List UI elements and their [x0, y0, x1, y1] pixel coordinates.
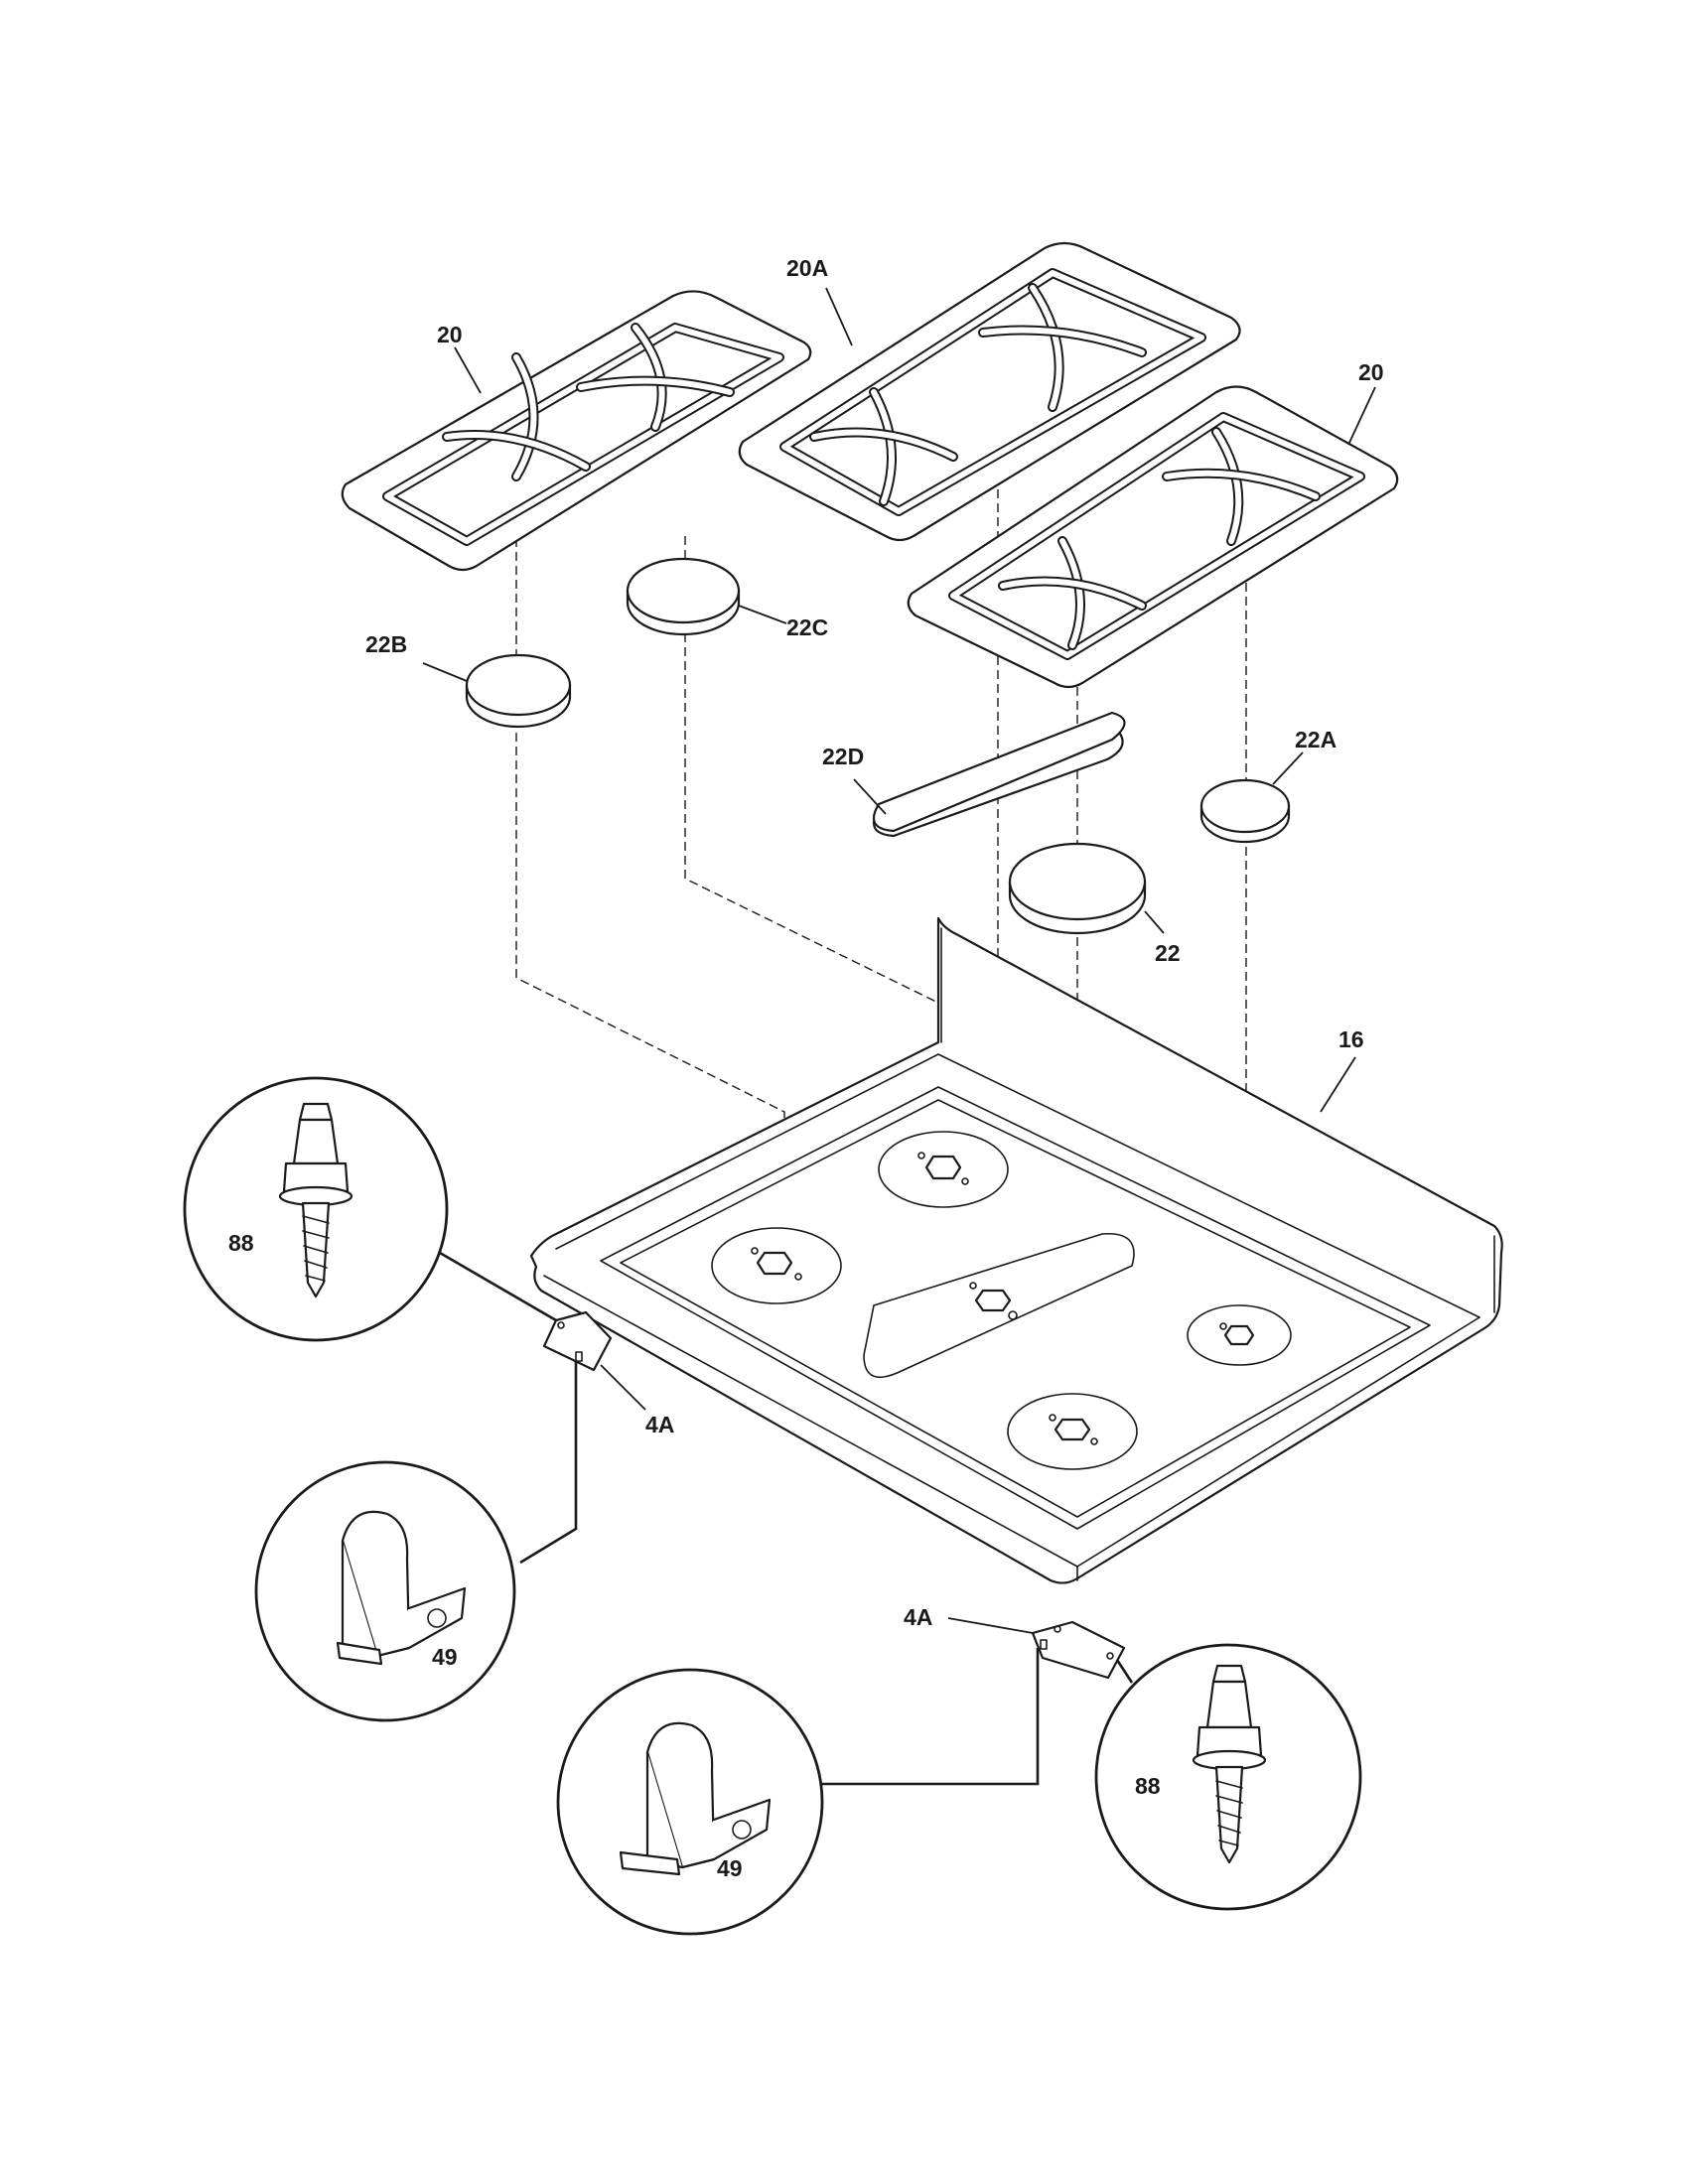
grate-center [738, 241, 1241, 542]
burner-seat-rear-left [711, 1227, 842, 1304]
burner-seat-rear-right [878, 1131, 1009, 1208]
burner-cap-22a [1199, 778, 1291, 844]
label-bracket-left: 4A [645, 1412, 674, 1437]
part-labels: 20 20A 20 22B 22C 22D 22A 22 16 88 4A 49… [228, 255, 1384, 1881]
label-cap-22b: 22B [365, 631, 407, 657]
burner-cap-22b [465, 653, 572, 729]
burner-seat-front-left [1007, 1393, 1138, 1470]
callout-screw-88-left [183, 1076, 449, 1342]
screw-icon-right [1192, 1664, 1267, 1864]
burner-seat-center-oval [863, 1233, 1135, 1379]
cooktop-assembly [529, 916, 1503, 1584]
connector-clip-left [519, 1362, 578, 1565]
label-bracket-right: 4A [904, 1604, 932, 1630]
label-clip-right: 49 [717, 1855, 743, 1881]
connector-screw-left [439, 1251, 557, 1322]
bracket-4a-left [542, 1310, 613, 1372]
callout-clip-49-right [556, 1668, 824, 1936]
burner-cap-22c [626, 557, 741, 636]
label-grate-center: 20A [786, 255, 828, 281]
label-cap-22c: 22C [786, 614, 828, 640]
callout-clip-49-left [254, 1460, 516, 1722]
grate-left [341, 290, 812, 572]
label-screw-left: 88 [228, 1230, 254, 1256]
label-cap-22d: 22D [822, 744, 864, 769]
label-screw-right: 88 [1135, 1773, 1161, 1799]
burner-cap-22 [1008, 842, 1147, 935]
burner-cap-22d [872, 711, 1126, 838]
burner-seat-front-right [1187, 1304, 1292, 1366]
label-clip-left: 49 [432, 1644, 458, 1670]
screw-icon-left [278, 1102, 353, 1298]
leader-lines [422, 287, 1376, 1634]
connector-clip-right [821, 1648, 1040, 1786]
callout-screw-88-right [1094, 1643, 1362, 1911]
label-grate-right: 20 [1358, 359, 1384, 385]
clip-icon-left [336, 1510, 467, 1666]
label-cooktop: 16 [1338, 1026, 1364, 1052]
label-grate-left: 20 [437, 322, 463, 347]
label-cap-22: 22 [1155, 940, 1181, 966]
connector-screw-right [1115, 1659, 1134, 1684]
bracket-4a-right [1031, 1620, 1126, 1680]
grate-right [907, 385, 1399, 689]
clip-icon-right [619, 1721, 772, 1876]
label-cap-22a: 22A [1295, 727, 1336, 752]
